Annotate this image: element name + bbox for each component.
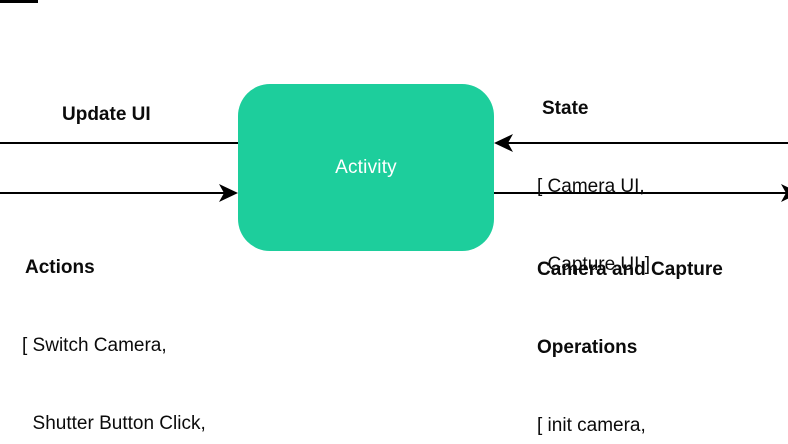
- state-arrowhead: [494, 134, 513, 152]
- top-left-crop-mark: [0, 0, 38, 3]
- actions-block: Actions [ Switch Camera, Shutter Button …: [22, 203, 252, 444]
- camera-ops-block: Camera and Capture Operations [ init cam…: [537, 205, 723, 444]
- activity-node-label: Activity: [335, 156, 397, 178]
- camera-ops-detail-line: [ init camera,: [537, 415, 646, 436]
- update-ui-label: Update UI: [62, 104, 151, 125]
- camera-ops-label-line2: Operations: [537, 337, 638, 358]
- camera-ops-arrowhead: [781, 184, 788, 202]
- state-label: State: [542, 98, 589, 119]
- activity-node: Activity: [238, 84, 494, 251]
- state-detail-line: [ Camera UI,: [537, 176, 645, 197]
- state-detail-line: Capture UI ]: [537, 254, 650, 275]
- actions-detail-line: Shutter Button Click,: [22, 413, 206, 434]
- actions-detail-line: [ Switch Camera,: [22, 335, 167, 356]
- actions-label: Actions: [25, 257, 95, 278]
- actions-arrowhead: [219, 184, 238, 202]
- state-block: State [ Camera UI, Capture UI ]: [537, 44, 650, 330]
- camera-ops-label-line1: Camera and Capture: [537, 259, 723, 280]
